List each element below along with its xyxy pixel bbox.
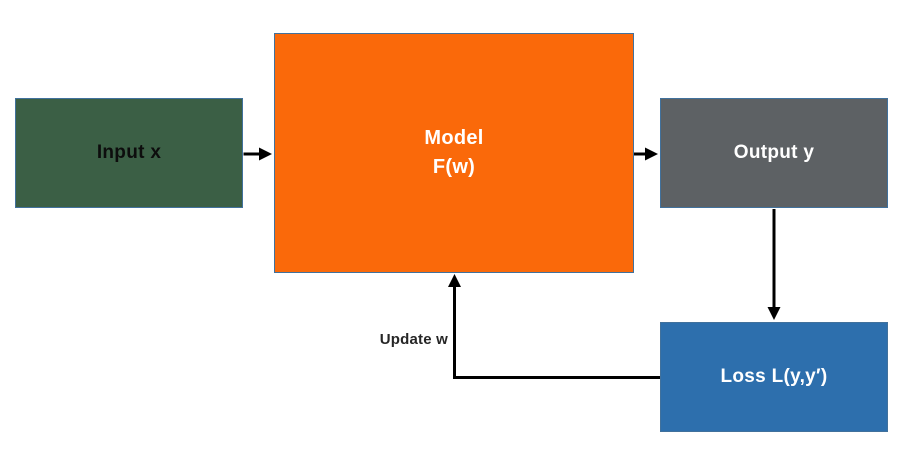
node-model-label-line1: Model	[424, 127, 484, 149]
arrow-shaft	[453, 285, 661, 379]
arrow-model-to-output-icon	[634, 147, 658, 161]
node-input: Input x	[15, 98, 243, 208]
arrow-loss-to-model-feedback-icon	[448, 274, 661, 379]
update-w-edge-label: Update w	[379, 331, 448, 348]
node-output-label: Output y	[733, 142, 815, 163]
node-model: Model F(w)	[274, 33, 634, 273]
node-output: Output y	[660, 98, 888, 208]
arrow-head	[767, 307, 781, 320]
arrow-head	[645, 147, 658, 161]
node-input-label: Input x	[96, 142, 162, 163]
node-loss: Loss L(y,y′)	[660, 322, 888, 432]
arrow-head	[448, 274, 461, 287]
node-model-label: Model F(w)	[424, 124, 483, 182]
arrow-head	[259, 147, 272, 161]
node-loss-label: Loss L(y,y′)	[720, 366, 828, 387]
node-model-label-line2: F(w)	[432, 156, 476, 178]
arrow-output-to-loss-icon	[767, 209, 781, 320]
arrow-input-to-model-icon	[243, 147, 272, 161]
